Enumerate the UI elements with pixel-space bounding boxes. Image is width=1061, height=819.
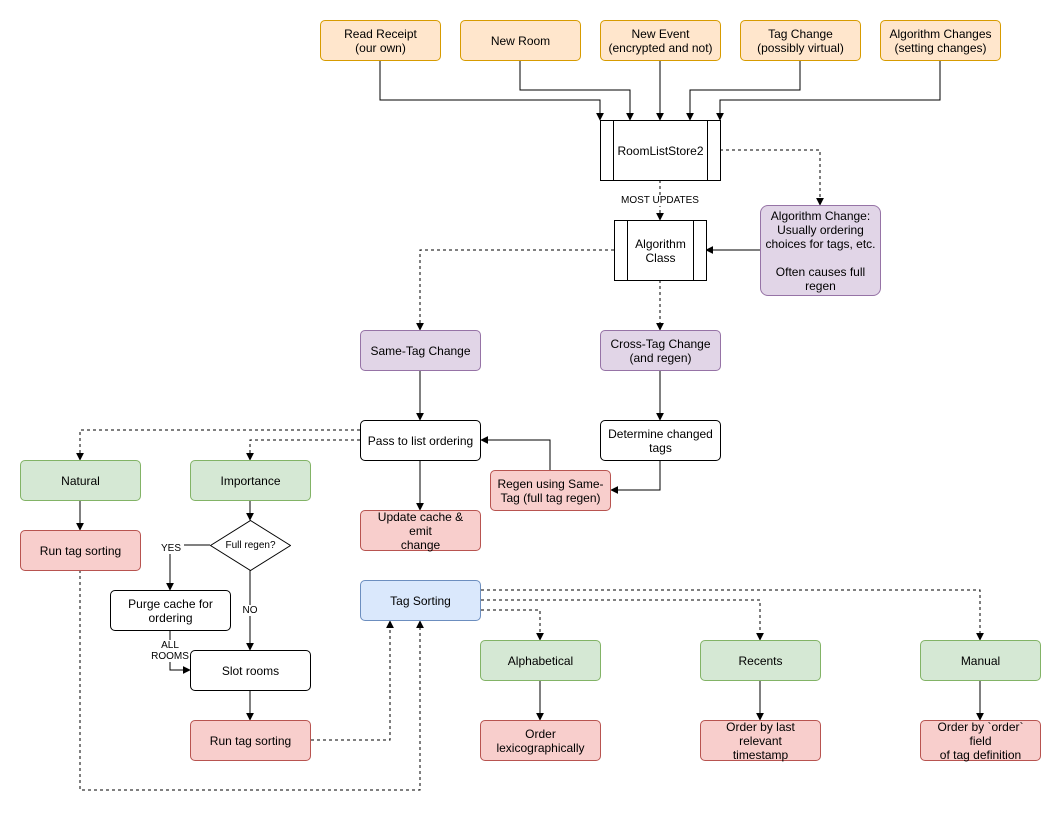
order-by-field-node: Order by `order` field of tag definition <box>920 720 1041 762</box>
edge-run-sort-importance-to-tag-sorting <box>311 620 394 741</box>
cross-tag-change-node: Cross-Tag Change (and regen) <box>600 330 721 371</box>
new-event-node: New Event (encrypted and not) <box>600 20 721 61</box>
algorithm-class-node: Algorithm Class <box>614 220 707 281</box>
algorithm-changes-node: Algorithm Changes (setting changes) <box>880 20 1001 61</box>
edge-tag-sorting-to-alphabetical <box>481 609 544 641</box>
edge-regen-to-pass <box>480 436 551 470</box>
purge-cache-node: Purge cache for ordering <box>110 590 231 631</box>
slot-rooms-node: Slot rooms <box>190 650 311 691</box>
edge-new-room-to-store <box>519 60 634 121</box>
edge-determine-to-regen <box>610 460 661 494</box>
importance-node: Importance <box>190 460 311 501</box>
edge-label-no: NO <box>240 605 260 616</box>
edge-store-to-note <box>720 149 824 206</box>
update-cache-node: Update cache & emit change <box>360 510 481 552</box>
edge-algorithm-to-same-tag <box>416 249 614 331</box>
determine-changed-tags-node: Determine changed tags <box>600 420 721 461</box>
run-tag-sorting-importance-node: Run tag sorting <box>190 720 311 761</box>
natural-node: Natural <box>20 460 141 501</box>
full-regen-label: Full regen? <box>225 540 276 551</box>
order-by-timestamp-node: Order by last relevant timestamp <box>700 720 821 762</box>
order-lexicographically-node: Order lexicographically <box>480 720 601 761</box>
edge-label-all-rooms: ALL ROOMS <box>148 640 192 662</box>
run-tag-sorting-natural-node: Run tag sorting <box>20 530 141 571</box>
edge-tag-sorting-to-manual <box>481 589 984 641</box>
new-room-node: New Room <box>460 20 581 61</box>
edge-label-yes: YES <box>158 543 184 554</box>
recents-node: Recents <box>700 640 821 681</box>
manual-node: Manual <box>920 640 1041 681</box>
alphabetical-node: Alphabetical <box>480 640 601 681</box>
edge-label-most-updates: MOST UPDATES <box>620 195 700 206</box>
edge-read-receipt-to-store <box>379 60 604 121</box>
edge-tag-change-to-store <box>686 60 801 121</box>
edge-run-sort-natural-to-tag-sorting <box>79 570 424 791</box>
pass-to-list-ordering-node: Pass to list ordering <box>360 420 481 461</box>
full-regen-decision: Full regen? <box>210 520 291 571</box>
edge-pass-to-natural <box>76 429 360 461</box>
room-list-store-node: RoomListStore2 <box>600 120 721 181</box>
same-tag-change-node: Same-Tag Change <box>360 330 481 371</box>
algorithm-change-note: Algorithm Change: Usually ordering choic… <box>760 205 881 296</box>
decision-diamond <box>210 520 291 571</box>
edge-pass-to-importance <box>246 439 360 461</box>
regen-same-tag-node: Regen using Same- Tag (full tag regen) <box>490 470 611 511</box>
edge-algorithm-changes-to-store <box>716 60 941 121</box>
tag-sorting-node: Tag Sorting <box>360 580 481 621</box>
read-receipt-node: Read Receipt (our own) <box>320 20 441 61</box>
tag-change-node: Tag Change (possibly virtual) <box>740 20 861 61</box>
edge-tag-sorting-to-recents <box>481 599 764 641</box>
